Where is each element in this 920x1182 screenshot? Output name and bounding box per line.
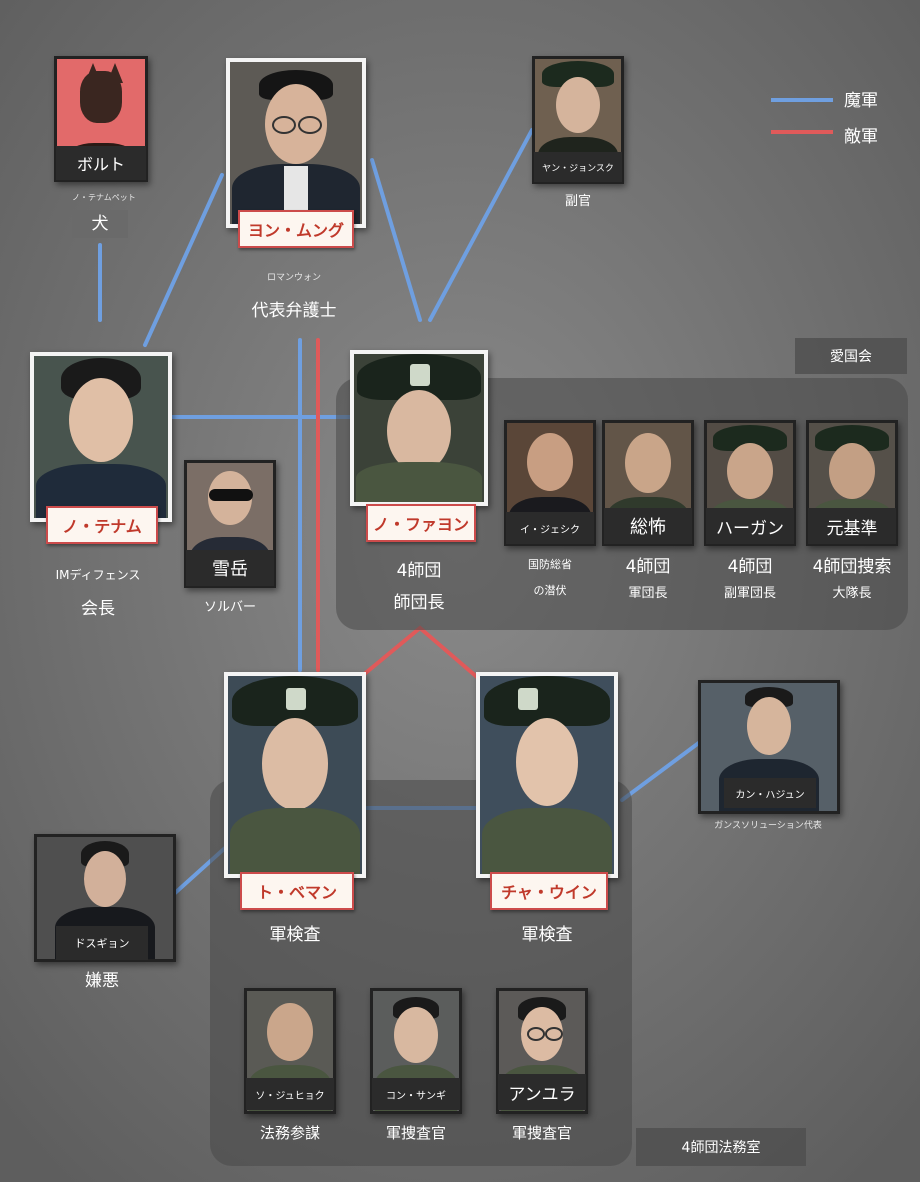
no-hwayong-role1: 4師団 bbox=[366, 556, 472, 581]
lee-jaesik-role2: の潜伏 bbox=[504, 582, 596, 598]
kong-sangi-name: コン・サンギ bbox=[372, 1078, 460, 1110]
do-baeman-photo bbox=[224, 672, 366, 878]
hagan-role2: 副軍団長 bbox=[700, 582, 800, 601]
hagan-name: ハーガン bbox=[706, 508, 794, 544]
so-juhyeok-name: ソ・ジュヒョク bbox=[246, 1078, 334, 1110]
do-sukyong-name: ドスギョン bbox=[56, 926, 148, 960]
cha-wooin-photo bbox=[476, 672, 618, 878]
no-taenam-role: 会長 bbox=[50, 594, 146, 619]
bolt-role: 犬 bbox=[72, 210, 128, 238]
legend-ally-label: 魔軍 bbox=[844, 86, 878, 111]
soufu-role2: 軍団長 bbox=[602, 582, 694, 601]
do-baeman-role: 軍検査 bbox=[240, 920, 350, 945]
do-baeman-name: ト・ベマン bbox=[240, 872, 354, 910]
no-taenam-sub: IMディフェンス bbox=[36, 566, 160, 583]
seolak-name: 雪岳 bbox=[186, 550, 274, 586]
legal-office-tag: 4師団法務室 bbox=[636, 1128, 806, 1166]
won-kijun-name: 元基準 bbox=[808, 508, 896, 544]
no-hwayong-name: ノ・ファヨン bbox=[366, 504, 476, 542]
kong-sangi-role: 軍捜査官 bbox=[362, 1122, 470, 1143]
so-juhyeok-role: 法務参謀 bbox=[236, 1122, 344, 1143]
yong-munggu-sub: ロマンウォン bbox=[246, 270, 342, 283]
cha-wooin-role: 軍検査 bbox=[490, 920, 604, 945]
won-kijun-role1: 4師団捜索 bbox=[798, 552, 906, 577]
an-yura-name: アンユラ bbox=[498, 1074, 586, 1110]
no-taenam-name: ノ・テナム bbox=[46, 506, 158, 544]
soufu-role1: 4師団 bbox=[602, 552, 694, 577]
yong-munggu-photo bbox=[226, 58, 366, 228]
seolak-role: ソルバー bbox=[186, 596, 274, 615]
no-taenam-photo bbox=[30, 352, 172, 522]
cha-wooin-name: チャ・ウイン bbox=[490, 872, 608, 910]
lee-jaesik-name: イ・ジェシク bbox=[506, 512, 594, 544]
hagan-role1: 4師団 bbox=[704, 552, 796, 577]
bolt-name: ボルト bbox=[56, 146, 146, 180]
yang-jongsuk-name: ヤン・ジョンスク bbox=[534, 152, 622, 182]
soufu-name: 総怖 bbox=[604, 508, 692, 544]
do-sukyong-role: 嫌悪 bbox=[56, 966, 148, 991]
bolt-sub: ノ・テナムペット bbox=[72, 192, 128, 203]
no-hwayong-role2: 師団長 bbox=[366, 588, 472, 613]
lee-jaesik-role1: 国防総省 bbox=[504, 556, 596, 572]
no-hwayong-photo bbox=[350, 350, 488, 506]
won-kijun-role2: 大隊長 bbox=[806, 582, 898, 601]
yang-jongsuk-role: 副官 bbox=[540, 190, 616, 209]
aikokukai-tag: 愛国会 bbox=[795, 338, 907, 374]
kang-hajun-role: ガンスソリューション代表 bbox=[690, 818, 846, 831]
legend-enemy-label: 敵軍 bbox=[844, 122, 878, 147]
yong-munggu-name: ヨン・ムング bbox=[238, 210, 354, 248]
an-yura-role: 軍捜査官 bbox=[488, 1122, 596, 1143]
yong-munggu-role: 代表弁護士 bbox=[226, 296, 362, 321]
kang-hajun-name: カン・ハジュン bbox=[724, 778, 816, 808]
